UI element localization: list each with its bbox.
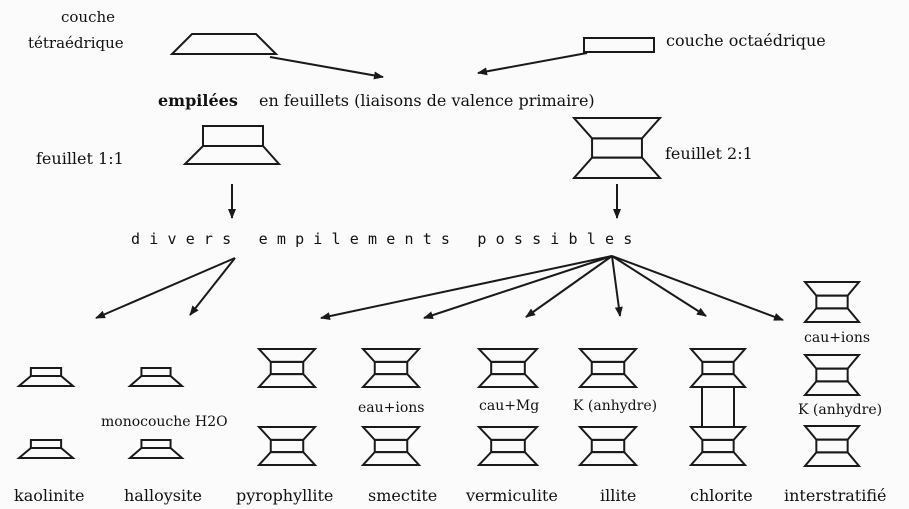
arrow-to-kaolinite bbox=[95, 257, 236, 319]
arrow-to-smectite bbox=[423, 255, 613, 319]
chlorite-sheet-bottom bbox=[688, 426, 748, 466]
sheet-1-1-shape bbox=[182, 125, 282, 165]
water-monolayer-label: monocouche H2O bbox=[101, 414, 228, 430]
arrow-tetra-to-sheets bbox=[269, 56, 384, 80]
smectite-sheet-top bbox=[360, 348, 422, 388]
interstratified-sheet-1 bbox=[802, 281, 862, 323]
vermiculite-interlayer-label: cau+Mg bbox=[479, 398, 540, 414]
mineral-smectite: smectite bbox=[368, 486, 438, 505]
halloysite-sheet-top bbox=[127, 367, 185, 387]
tetrahedral-label-line1: couche bbox=[60, 8, 116, 26]
tetrahedral-label-line2: tétraédrique bbox=[28, 34, 124, 52]
octahedral-label: couche octaédrique bbox=[666, 31, 826, 50]
stacked-label: empilées bbox=[158, 91, 238, 110]
arrow-to-vermiculite bbox=[525, 255, 613, 318]
mineral-illite: illite bbox=[600, 486, 637, 505]
pyrophyllite-sheet-bottom bbox=[256, 426, 318, 466]
pyrophyllite-sheet-top bbox=[256, 348, 318, 388]
mineral-chlorite: chlorite bbox=[690, 486, 753, 505]
illite-sheet-bottom bbox=[577, 426, 639, 466]
interstratified-interlayer-1-label: cau+ions bbox=[804, 330, 871, 346]
mineral-kaolinite: kaolinite bbox=[14, 486, 85, 505]
mineral-halloysite: halloysite bbox=[124, 486, 202, 505]
arrow-octa-to-sheets bbox=[477, 52, 588, 76]
arrow-to-illite bbox=[611, 255, 623, 317]
octahedral-layer-shape bbox=[583, 37, 655, 53]
mineral-interstratified: interstratifié bbox=[784, 486, 887, 505]
mineral-pyrophyllite: pyrophyllite bbox=[236, 486, 334, 505]
sheet-2-1-label: feuillet 2:1 bbox=[665, 144, 753, 163]
smectite-interlayer-label: eau+ions bbox=[358, 400, 425, 416]
smectite-sheet-bottom bbox=[360, 426, 422, 466]
vermiculite-sheet-bottom bbox=[476, 426, 540, 466]
mineral-vermiculite: vermiculite bbox=[466, 486, 558, 505]
tetrahedral-layer-shape bbox=[169, 33, 279, 55]
interstratified-sheet-3 bbox=[802, 425, 862, 467]
vermiculite-sheet-top bbox=[476, 348, 540, 388]
arrow-to-pyrophyllite bbox=[320, 255, 613, 321]
chlorite-brucite-layer bbox=[701, 386, 735, 428]
stacking-options-label: divers empilements possibles bbox=[131, 230, 642, 248]
interstratified-sheet-2 bbox=[802, 354, 862, 396]
arrow-to-chlorite bbox=[611, 255, 707, 317]
illite-sheet-top bbox=[577, 348, 639, 388]
halloysite-sheet-bottom bbox=[127, 439, 185, 459]
arrow-to-halloysite bbox=[189, 257, 236, 316]
sheet-2-1-shape bbox=[571, 117, 663, 179]
kaolinite-sheet-bottom bbox=[16, 439, 76, 459]
interstratified-interlayer-2-label: K (anhydre) bbox=[798, 402, 883, 418]
illite-interlayer-label: K (anhydre) bbox=[573, 398, 658, 414]
chlorite-sheet-top bbox=[688, 348, 748, 388]
kaolinite-sheet-top bbox=[16, 367, 76, 387]
sheet-1-1-label: feuillet 1:1 bbox=[36, 149, 124, 168]
arrow-to-interstratified bbox=[611, 255, 784, 321]
sheets-label: en feuillets (liaisons de valence primai… bbox=[259, 91, 595, 110]
